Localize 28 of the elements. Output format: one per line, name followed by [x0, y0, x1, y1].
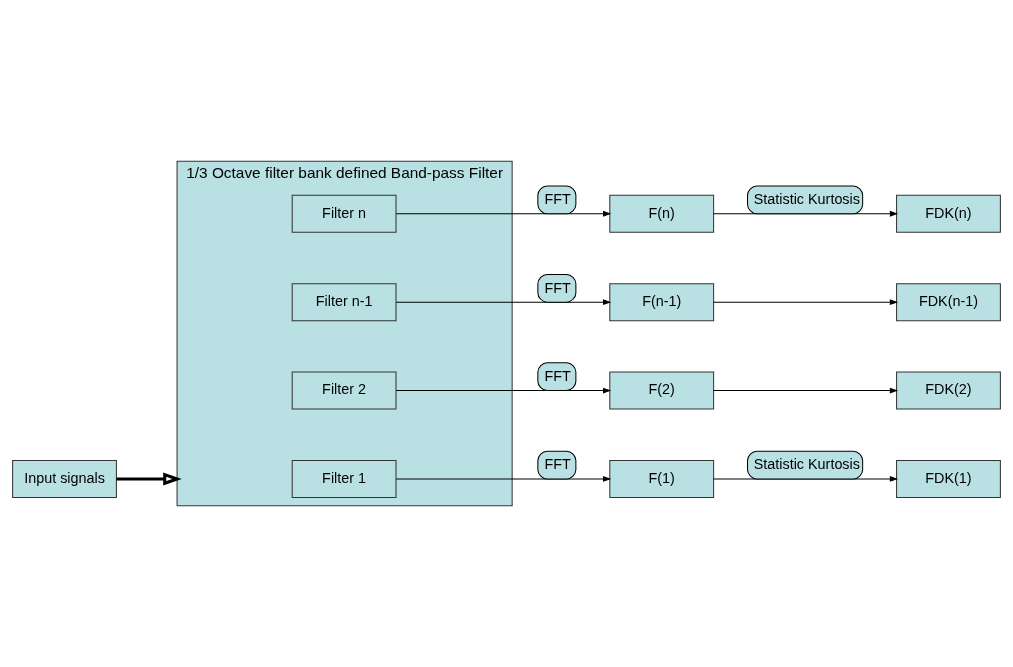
node-box: F(1) — [609, 459, 715, 498]
node-box: FDK(2) — [896, 371, 1001, 410]
node-box: Filter 2 — [291, 371, 397, 410]
arrow — [395, 210, 612, 217]
node-box: F(2) — [609, 371, 715, 410]
arrow — [713, 476, 899, 482]
edge-label: FFT — [544, 191, 571, 208]
node-box: F(n) — [609, 194, 715, 233]
edge-label: FFT — [544, 279, 571, 296]
edge-label: FFT — [544, 367, 571, 384]
arrow — [395, 387, 612, 394]
node-box: FDK(n-1) — [896, 283, 1001, 322]
edge-label: FFT — [544, 456, 571, 473]
node-box: Input signals — [12, 459, 117, 498]
arrow — [713, 210, 899, 217]
edge-label: Statistic Kurtosis — [753, 456, 860, 473]
arrow — [116, 472, 182, 486]
arrow — [395, 476, 612, 482]
node-box: F(n-1) — [609, 283, 715, 322]
node-box: FDK(1) — [896, 459, 1001, 498]
edge-label: Statistic Kurtosis — [753, 191, 860, 208]
node-box: FDK(n) — [896, 194, 1001, 233]
node-box: Filter n — [291, 194, 397, 233]
arrow — [713, 387, 899, 394]
arrow — [713, 299, 899, 306]
node-box: Filter 1 — [291, 459, 397, 498]
node-box: Filter n-1 — [291, 283, 397, 322]
arrow — [395, 299, 612, 306]
